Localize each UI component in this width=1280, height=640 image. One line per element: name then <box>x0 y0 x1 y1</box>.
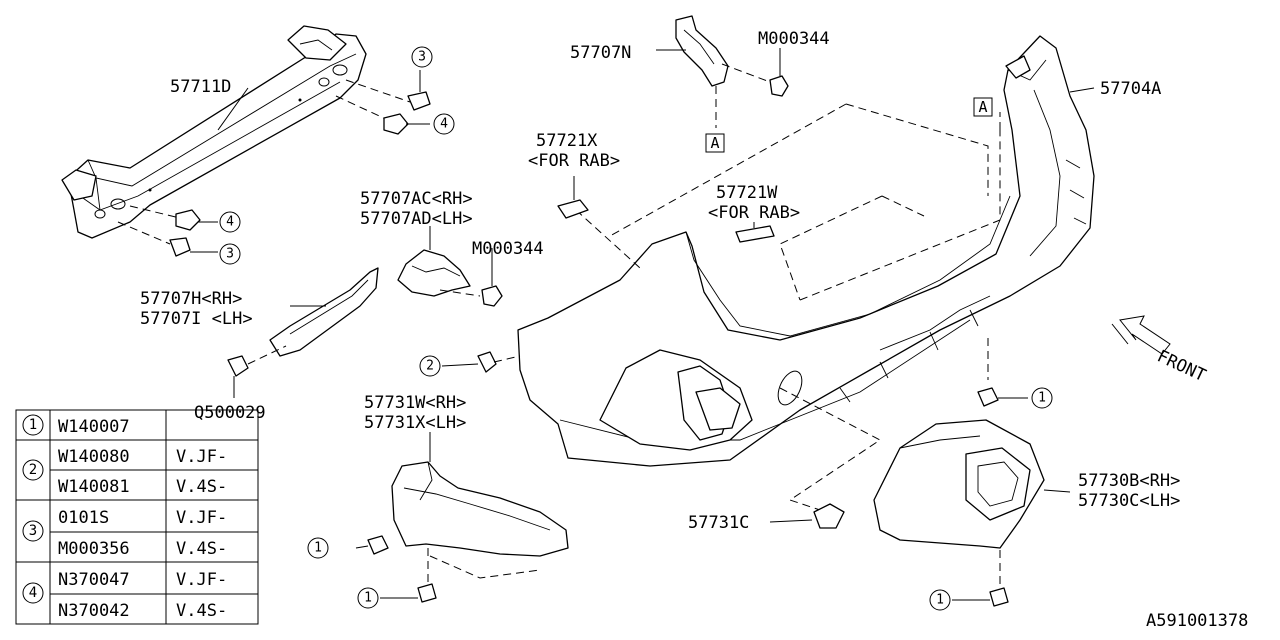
label-absorber-rab-1-note: <FOR RAB> <box>528 151 620 171</box>
label-under-cover-lh: 57731X<LH> <box>364 413 466 433</box>
svg-text:1: 1 <box>314 541 322 556</box>
front-label: FRONT <box>1154 346 1209 386</box>
svg-text:1: 1 <box>364 591 372 606</box>
clip-under-cover-bottom[interactable] <box>417 548 437 603</box>
table-note: V.4S- <box>176 539 227 559</box>
label-side-bracket-rh: 57707AC<RH> <box>360 189 473 209</box>
side-bracket[interactable] <box>397 226 471 297</box>
clip-upper[interactable] <box>721 48 789 97</box>
num-circle-3-lower: 3 <box>219 243 241 265</box>
label-absorber-rab-1: 57721X <box>536 131 598 151</box>
clip-under-cover-left[interactable] <box>367 535 389 555</box>
table-part: W140081 <box>58 477 130 497</box>
table-note: V.JF- <box>176 447 227 467</box>
rear-bumper-face[interactable] <box>517 35 1095 467</box>
table-part: N370047 <box>58 570 130 590</box>
table-row: 3 0101S V.JF- M000356 V.4S- <box>22 508 227 559</box>
svg-text:A: A <box>978 98 987 116</box>
label-under-cover-rh: 57731W<RH> <box>364 393 466 413</box>
label-bumper-face: 57704A <box>1100 79 1161 99</box>
svg-text:1: 1 <box>1038 391 1046 406</box>
table-part: W140080 <box>58 447 130 467</box>
table-note: V.JF- <box>176 570 227 590</box>
bolt-3-lower[interactable] <box>117 221 218 257</box>
bumper-stay[interactable] <box>269 267 379 357</box>
num-circle-1-right: 1 <box>1031 387 1053 409</box>
svg-text:1: 1 <box>29 417 37 433</box>
label-absorber-rab-2: 57721W <box>716 183 778 203</box>
label-reinforcement: 57711D <box>170 77 231 97</box>
label-clip-upper: M000344 <box>758 29 830 49</box>
label-stay-lh: 57707I <LH> <box>140 309 253 329</box>
table-row: 1 W140007 <box>22 414 130 437</box>
ref-box-a-2: A <box>973 97 993 117</box>
label-side-bracket-lh: 57707AD<LH> <box>360 209 473 229</box>
label-cap: 57731C <box>688 513 749 533</box>
svg-text:4: 4 <box>440 117 448 132</box>
num-circle-2: 2 <box>419 355 441 377</box>
num-circle-4-lower: 4 <box>219 211 241 233</box>
diagram-id: A591001378 <box>1146 611 1248 631</box>
clip-side[interactable] <box>439 285 503 307</box>
bolt-3-upper[interactable] <box>345 70 431 111</box>
under-cover[interactable] <box>391 432 569 557</box>
leader-lines <box>217 49 1095 601</box>
svg-text:4: 4 <box>226 215 234 230</box>
num-circle-4-upper: 4 <box>433 113 455 135</box>
fastener-table: 1 W140007 2 W140080 V.JF- W140081 V.4S- … <box>15 409 259 625</box>
num-circle-3-upper: 3 <box>411 46 433 68</box>
label-stay-rh: 57707H<RH> <box>140 289 242 309</box>
table-row: 2 W140080 V.JF- W140081 V.4S- <box>22 447 227 497</box>
label-clip-side: M000344 <box>472 239 544 259</box>
svg-text:2: 2 <box>426 359 434 374</box>
label-bracket-upper: 57707N <box>570 43 631 63</box>
svg-text:3: 3 <box>226 247 234 262</box>
clip-garnish-bottom[interactable] <box>989 550 1009 607</box>
label-garnish-lh: 57730C<LH> <box>1078 491 1180 511</box>
front-direction-arrow: FRONT <box>1111 315 1209 386</box>
svg-text:3: 3 <box>29 523 37 539</box>
bracket-upper[interactable] <box>675 15 729 87</box>
num-circle-1-under-bottom: 1 <box>357 587 379 609</box>
table-note: V.4S- <box>176 477 227 497</box>
svg-text:A: A <box>710 134 719 152</box>
nut-4-upper[interactable] <box>335 95 430 135</box>
label-screw: Q500029 <box>194 403 266 423</box>
rear-garnish[interactable] <box>873 419 1045 549</box>
num-circle-1-under-left: 1 <box>307 537 329 559</box>
svg-text:1: 1 <box>936 593 944 608</box>
label-garnish-rh: 57730B<RH> <box>1078 471 1180 491</box>
rear-bumper-reinforcement[interactable] <box>61 25 367 239</box>
svg-text:2: 2 <box>29 462 37 478</box>
table-part: M000356 <box>58 539 130 559</box>
table-part: 0101S <box>58 508 109 528</box>
screw[interactable] <box>227 345 287 377</box>
absorber-rab-upper[interactable] <box>557 176 589 219</box>
clip-bumper-right[interactable] <box>977 387 999 407</box>
num-circle-1-garnish: 1 <box>929 589 951 611</box>
table-part: W140007 <box>58 417 130 437</box>
table-note: V.JF- <box>176 508 227 528</box>
cap[interactable] <box>813 503 845 529</box>
absorber-rab-lower[interactable] <box>735 222 775 243</box>
label-absorber-rab-2-note: <FOR RAB> <box>708 203 800 223</box>
table-note: V.4S- <box>176 601 227 621</box>
callout-labels: 57711D 57707N M000344 57704A 57721X <FOR… <box>140 29 1248 631</box>
table-row: 4 N370047 V.JF- N370042 V.4S- <box>22 570 227 621</box>
svg-text:4: 4 <box>29 585 37 601</box>
table-part: N370042 <box>58 601 130 621</box>
svg-text:3: 3 <box>418 50 426 65</box>
nut-4-lower[interactable] <box>129 205 218 231</box>
ref-box-a-1: A <box>705 133 725 153</box>
clip-2[interactable] <box>477 351 521 373</box>
